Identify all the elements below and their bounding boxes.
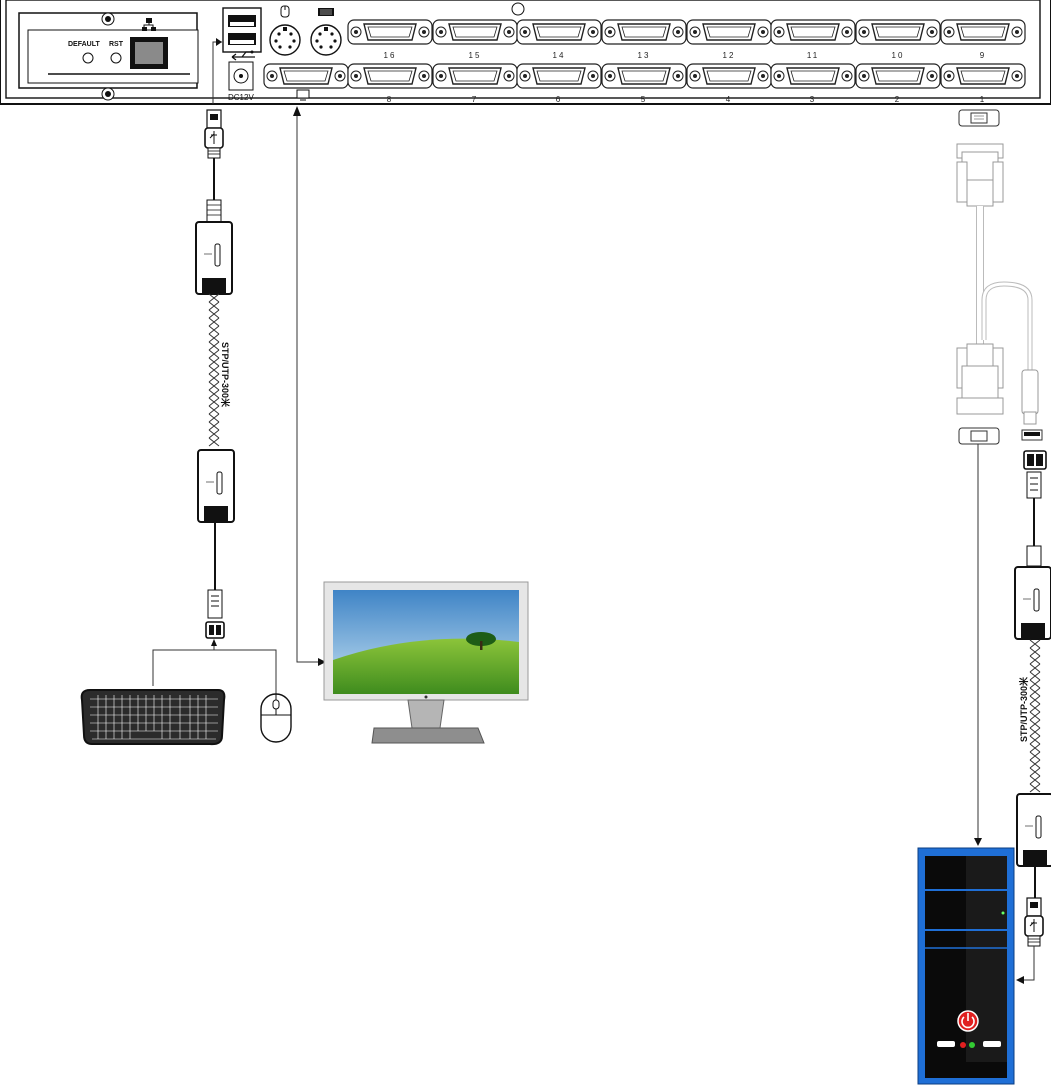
mounting-screw [511, 2, 525, 16]
computer-port-1[interactable] [940, 63, 1026, 89]
default-label: DEFAULT [68, 41, 100, 48]
computer-port-10[interactable] [855, 19, 941, 45]
extender-transmitter [195, 221, 233, 295]
computer-port-5[interactable] [601, 63, 687, 89]
port-label: 4 [726, 95, 732, 104]
port-label: 7 [472, 95, 478, 104]
rst-button[interactable] [110, 52, 122, 64]
computer-extender-chain: STP/UTP-300米 [956, 109, 1051, 984]
computer-port-3[interactable] [770, 63, 856, 89]
extender-receiver [197, 449, 235, 523]
port-label: 16 [384, 51, 397, 60]
mouse [260, 693, 292, 743]
computer-port-14[interactable] [516, 19, 602, 45]
cable-label: STP/UTP-300米 [1018, 676, 1029, 742]
mouse-icon [280, 5, 290, 18]
port-label: 1 [980, 95, 986, 104]
port-label: 11 [807, 51, 819, 60]
usb-ports[interactable] [222, 7, 262, 53]
computer-port-2[interactable] [855, 63, 941, 89]
dc12v-label: DC12V [228, 93, 254, 102]
port-label: 12 [723, 51, 736, 60]
network-icon [142, 18, 156, 31]
keyboard-icon [318, 8, 334, 16]
port-label: 9 [980, 51, 986, 60]
monitor [323, 581, 529, 744]
port-label: 2 [895, 95, 901, 104]
monitor-cable [293, 106, 326, 666]
port-label: 3 [810, 95, 816, 104]
vga-connector [956, 143, 1004, 207]
computer-port-9[interactable] [940, 19, 1026, 45]
computer-ports-bottom-row: 8 7 6 5 4 3 2 1 [347, 63, 1026, 104]
computer-port-13[interactable] [601, 19, 687, 45]
port-label: 10 [892, 51, 905, 60]
extender-transmitter [1016, 793, 1051, 867]
usb-plug [1024, 897, 1044, 947]
computer-port-16[interactable] [347, 19, 433, 45]
port-label: 13 [638, 51, 651, 60]
port-label: 8 [387, 95, 393, 104]
network-module: DEFAULT RST [18, 12, 199, 101]
usb-icon [231, 50, 255, 61]
port-label: 5 [641, 95, 647, 104]
computer-port-15[interactable] [432, 19, 518, 45]
port-label: 14 [553, 51, 566, 60]
default-button[interactable] [82, 52, 94, 64]
computer-port-11[interactable] [770, 19, 856, 45]
computer-port-4[interactable] [686, 63, 772, 89]
computer-tower [917, 847, 1015, 1085]
ps2-keyboard-port[interactable] [310, 24, 342, 56]
keyboard [80, 689, 226, 746]
console-extender-chain: STP/UTP-300米 [152, 38, 277, 694]
port-label: 6 [556, 95, 562, 104]
port-label: 15 [469, 51, 482, 60]
computer-port-7[interactable] [432, 63, 518, 89]
kvm-rear-panel: DEFAULT RST DC12V [0, 0, 1051, 105]
computer-ports-top-row: 16 15 14 13 12 11 10 9 [347, 19, 1026, 60]
computer-port-8[interactable] [347, 63, 433, 89]
extender-receiver [1014, 566, 1051, 640]
computer-port-12[interactable] [686, 19, 772, 45]
cable-label: STP/UTP-300米 [220, 342, 231, 408]
usb-plug [204, 109, 224, 159]
ps2-mouse-port[interactable] [269, 24, 301, 56]
computer-port-6[interactable] [516, 63, 602, 89]
vga-connector-bottom [956, 343, 1004, 415]
power-icon[interactable] [957, 1010, 979, 1032]
dc12v-power-port[interactable] [228, 61, 254, 91]
console-vga-port[interactable] [263, 63, 349, 89]
monitor-icon [296, 89, 310, 101]
rst-label: RST [109, 41, 124, 48]
